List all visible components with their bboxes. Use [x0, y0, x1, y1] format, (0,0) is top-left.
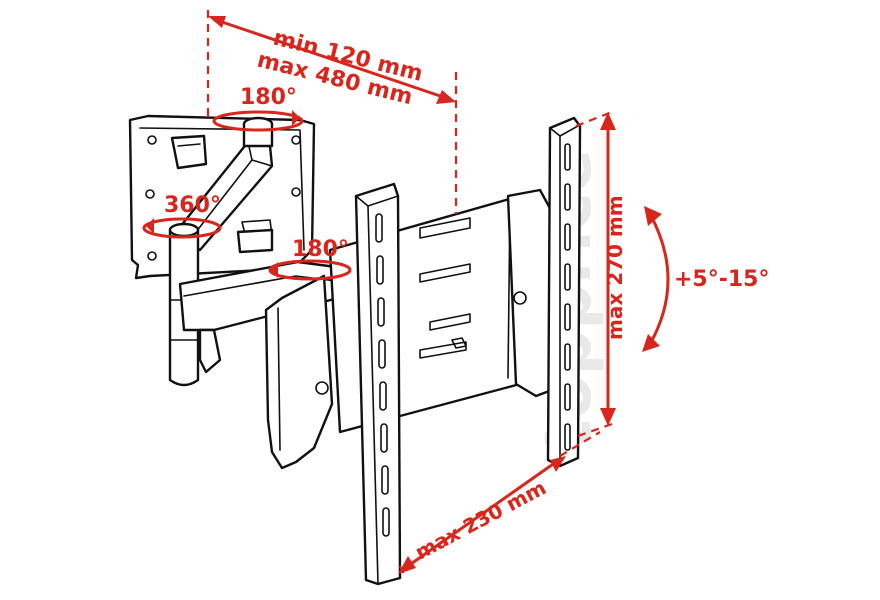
top-swivel-rotation: 180°	[212, 85, 304, 132]
vertical-dimension: max 270 mm	[575, 110, 627, 438]
wall-pivot-rotation: 360°	[142, 193, 222, 239]
arm-swivel-rotation: 180°	[268, 237, 352, 281]
top-swivel-label: 180°	[240, 85, 297, 110]
vertical-spacing-label: max 270 mm	[603, 195, 627, 340]
horizontal-spacing-label: max 230 mm	[411, 475, 550, 564]
arm-swivel-label: 180°	[292, 237, 349, 262]
right-vertical-rail	[546, 116, 582, 468]
tilt-indicator: +5°-15°	[642, 206, 770, 352]
wall-pivot-label: 360°	[164, 193, 221, 218]
left-vertical-rail	[354, 182, 402, 586]
tilt-label: +5°-15°	[674, 267, 770, 292]
